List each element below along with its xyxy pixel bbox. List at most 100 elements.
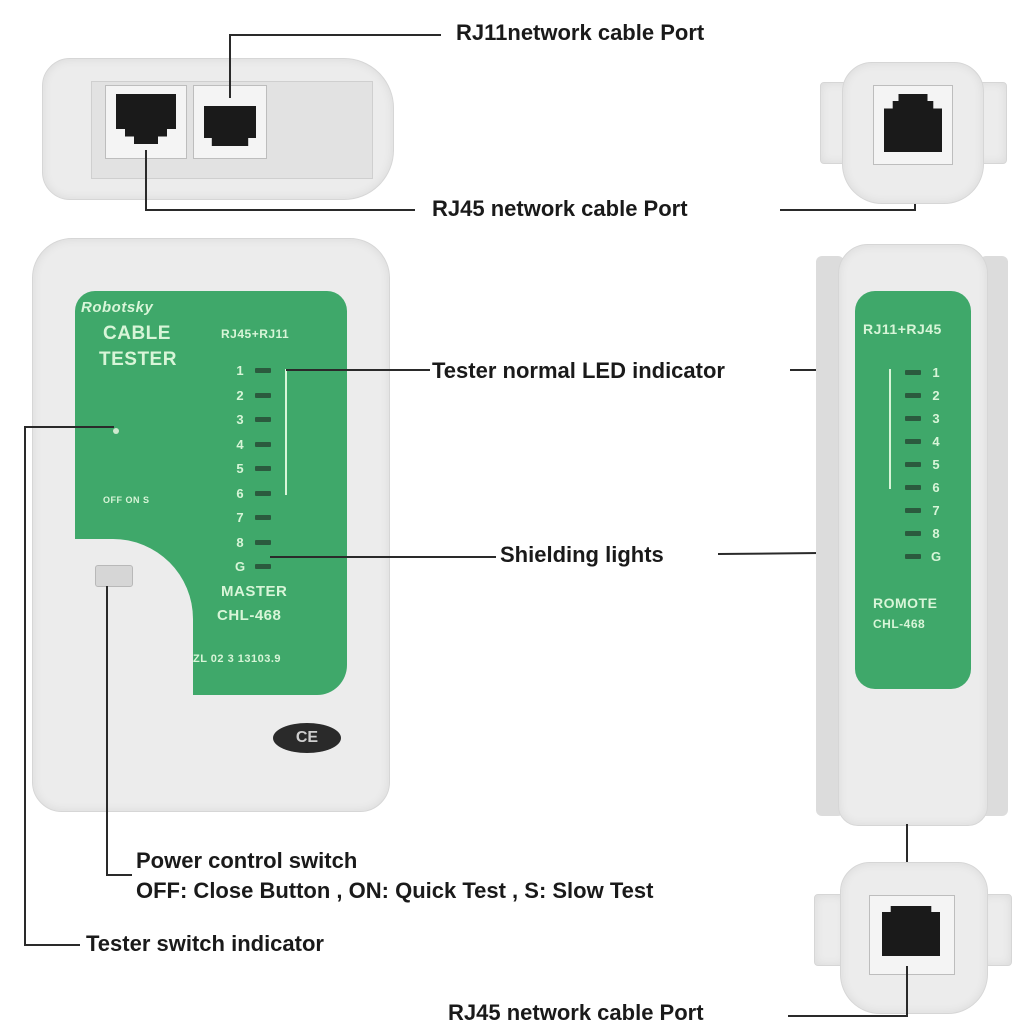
led-row: 1 [905, 365, 943, 380]
remote-bottom-view [840, 862, 988, 1014]
led-indicator [905, 531, 921, 536]
led-indicator-label: Tester normal LED indicator [432, 358, 725, 383]
led-number: 5 [932, 457, 940, 472]
led-number: 1 [236, 363, 244, 378]
led-row: 7 [233, 510, 271, 525]
led-indicator [905, 462, 921, 467]
rj45-callout-line-h [145, 209, 415, 211]
master-led-bracket [285, 369, 287, 495]
led-indicator [905, 393, 921, 398]
rj11-port [204, 106, 256, 146]
led-row: G [233, 559, 271, 574]
led-number: 2 [932, 388, 940, 403]
remote-rj45-frame [873, 85, 953, 165]
rj11-callout-line-v [229, 34, 231, 98]
led-number: 4 [236, 436, 244, 452]
power-switch-callout-h [106, 874, 132, 876]
led-row: 6 [233, 486, 271, 501]
led-indicator [255, 368, 271, 373]
led-number: 7 [236, 510, 244, 525]
shielding-lights-label: Shielding lights [500, 542, 664, 567]
led-indicator [255, 441, 271, 447]
power-switch[interactable] [95, 565, 133, 587]
title-tester: TESTER [99, 349, 177, 370]
led-indicator [905, 508, 921, 513]
master-top-view [42, 58, 394, 200]
led-row: G [905, 549, 943, 564]
rj11-port-label: RJ11network cable Port [456, 20, 705, 45]
led-row: 4 [233, 437, 271, 452]
led-number: 7 [932, 503, 940, 518]
led-number: 8 [932, 526, 940, 541]
led-number: 4 [932, 434, 940, 449]
led-row: 6 [905, 480, 943, 495]
led-indicator [255, 564, 271, 569]
switch-indicator-callout-v [24, 426, 26, 946]
led-indicator [255, 417, 271, 422]
rj45-port-frame [105, 85, 187, 159]
led-row: 2 [233, 388, 271, 403]
switch-positions-label: OFF ON S [103, 495, 150, 505]
ce-mark: CE [273, 723, 341, 753]
rj45-remote-callout-line-h [780, 209, 916, 211]
port-type: RJ45+RJ11 [221, 327, 290, 341]
rj45-port-label-bottom: RJ45 network cable Port [448, 1000, 704, 1025]
model-label: MASTER [221, 583, 288, 600]
switch-indicator-label: Tester switch indicator [86, 931, 324, 956]
led-row: 3 [905, 411, 943, 426]
led-number: 6 [932, 480, 940, 495]
switch-indicator-callout-top [24, 426, 114, 428]
led-row: 4 [905, 434, 943, 449]
led-number: G [234, 559, 246, 574]
led-number: 5 [236, 461, 244, 476]
led-indicator [905, 416, 921, 421]
led-row: 8 [905, 526, 943, 541]
power-switch-title: Power control switch [136, 848, 358, 873]
led-indicator [255, 392, 271, 398]
led-row: 3 [233, 412, 271, 427]
master-unit: Robotsky CABLE TESTER RJ45+RJ11 OFF ON S… [32, 238, 390, 812]
power-switch-callout-v [106, 586, 108, 876]
led-indicator [255, 515, 271, 520]
led-row: 2 [905, 388, 943, 403]
led-indicator [255, 466, 271, 471]
remote-panel [855, 291, 971, 689]
led-number: 6 [236, 485, 244, 501]
led-number: 3 [932, 411, 940, 426]
led-row: 8 [233, 535, 271, 550]
remote-top-view [842, 62, 984, 204]
led-number: 1 [932, 365, 940, 380]
led-row: 7 [905, 503, 943, 518]
led-row: 1 [233, 363, 271, 378]
power-switch-desc: OFF: Close Button , ON: Quick Test , S: … [136, 878, 654, 903]
led-number: 3 [236, 412, 244, 427]
led-row: 5 [233, 461, 271, 476]
led-indicator [255, 539, 271, 545]
led-number: 8 [236, 534, 244, 550]
led-indicator [905, 370, 921, 375]
rj45-port [116, 94, 176, 144]
led-callout-line-left [286, 369, 430, 371]
brand-logo: Robotsky [81, 299, 154, 316]
led-row: 5 [905, 457, 943, 472]
led-indicator [255, 490, 271, 496]
remote-port-type: RJ11+RJ45 [863, 321, 942, 337]
rj45-callout-line-v [145, 150, 147, 210]
serial-number: ZL 02 3 13103.9 [193, 653, 282, 665]
remote-rj45-port-bottom [882, 906, 940, 956]
rj11-callout-line-h [229, 34, 441, 36]
remote-rj45-port-top [884, 94, 942, 152]
led-indicator [905, 554, 921, 559]
rj45-port-label-top: RJ45 network cable Port [432, 196, 688, 221]
remote-led-bracket [889, 369, 891, 489]
remote-connector-line [906, 824, 908, 868]
shield-callout-line-left [270, 556, 496, 558]
remote-model-number: CHL-468 [873, 617, 926, 631]
switch-indicator-led [113, 428, 119, 434]
led-number: 2 [236, 387, 244, 403]
remote-bottom-rj45-frame [869, 895, 955, 975]
switch-indicator-callout-bottom [24, 944, 80, 946]
led-number: G [930, 549, 942, 564]
led-indicator [905, 485, 921, 490]
